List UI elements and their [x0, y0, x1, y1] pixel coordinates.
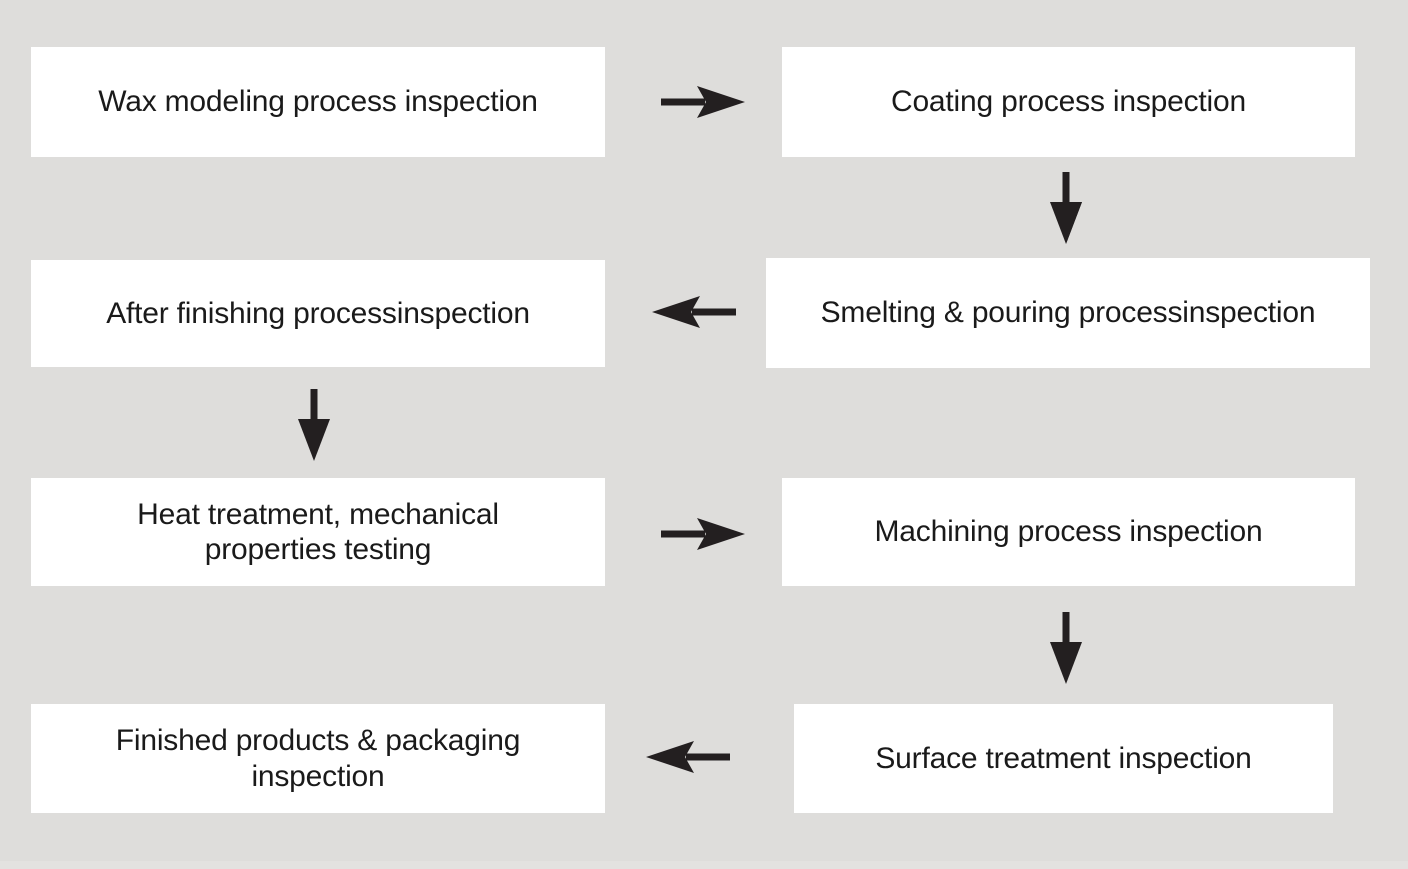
- arrow-right-icon-heat-to-machining: [661, 514, 745, 554]
- flow-node-coating[interactable]: Coating process inspection: [782, 47, 1355, 157]
- flow-node-surface-treatment[interactable]: Surface treatment inspection: [794, 704, 1333, 813]
- flow-node-label: Surface treatment inspection: [875, 741, 1252, 775]
- bottom-edge-strip: [0, 861, 1408, 869]
- flow-node-finished-products[interactable]: Finished products & packaging inspection: [31, 704, 605, 813]
- arrow-down-icon-coating-to-smelting: [1044, 172, 1088, 244]
- flow-node-machining[interactable]: Machining process inspection: [782, 478, 1355, 586]
- arrow-right-icon-wax-to-coating: [661, 82, 745, 122]
- flow-node-label: Wax modeling process inspection: [98, 85, 538, 119]
- flow-node-heat-treatment[interactable]: Heat treatment, mechanical properties te…: [31, 478, 605, 586]
- flow-node-smelting-pouring[interactable]: Smelting & pouring processinspection: [766, 258, 1370, 368]
- flow-node-label: Coating process inspection: [890, 85, 1246, 119]
- flow-node-after-finishing[interactable]: After finishing processinspection: [31, 260, 605, 367]
- arrow-down-icon-machining-to-surface: [1044, 612, 1088, 684]
- flow-node-label: After finishing processinspection: [106, 296, 530, 330]
- arrow-down-icon-after-to-heat: [292, 389, 336, 461]
- arrow-left-icon-surface-to-finished: [644, 737, 730, 777]
- flow-node-wax-modeling[interactable]: Wax modeling process inspection: [31, 47, 605, 157]
- flow-node-label: Heat treatment, mechanical properties te…: [137, 497, 499, 566]
- flow-node-label: Smelting & pouring processinspection: [820, 296, 1316, 330]
- flow-node-label: Finished products & packaging inspection: [115, 724, 521, 793]
- flow-node-label: Machining process inspection: [874, 515, 1263, 549]
- arrow-left-icon-smelting-to-after: [650, 292, 736, 332]
